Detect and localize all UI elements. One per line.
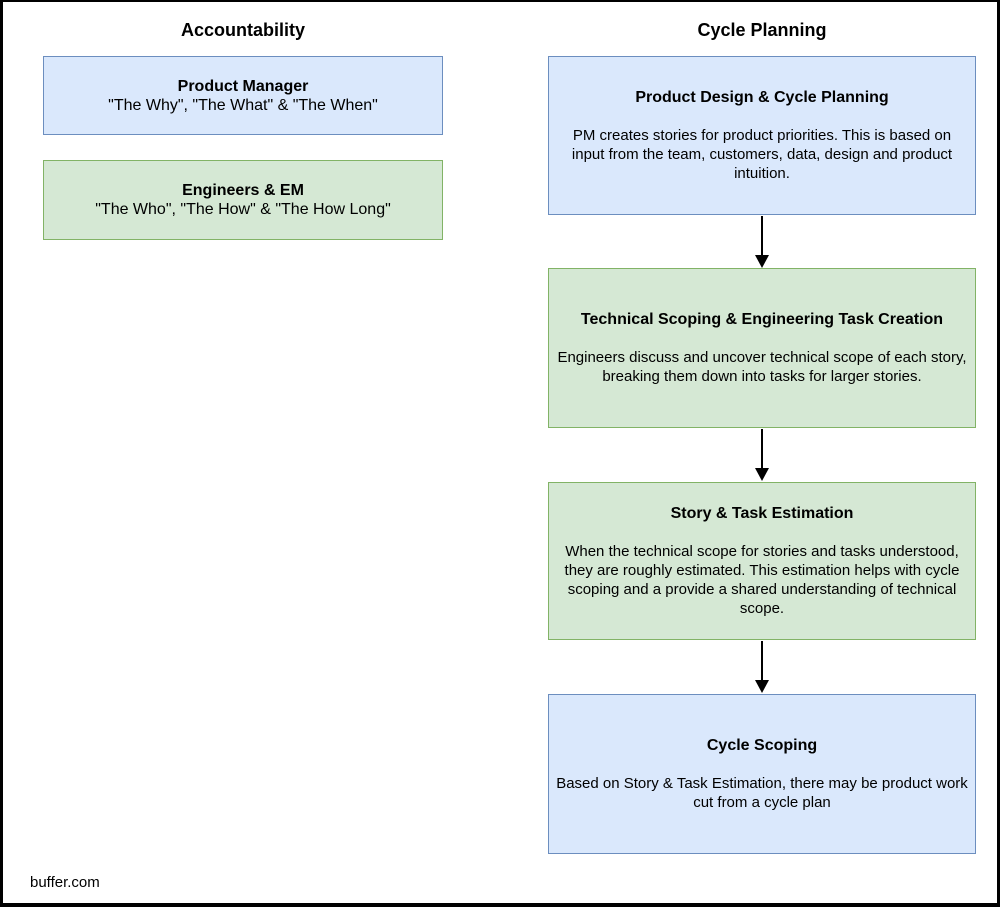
- accountability-column-title: Accountability: [180, 20, 305, 40]
- story-task-estimation-title: Story & Task Estimation: [670, 505, 854, 522]
- product-design-cycle-planning-title: Product Design & Cycle Planning: [635, 89, 889, 106]
- engineers-em-box-title: Engineers & EM: [182, 182, 304, 199]
- story-task-estimation-box: Story & Task Estimation When the technic…: [548, 482, 976, 640]
- source-attribution: buffer.com: [30, 874, 100, 891]
- product-design-cycle-planning-box: Product Design & Cycle Planning PM creat…: [548, 56, 976, 215]
- arrow-head: [755, 680, 769, 693]
- story-task-estimation-body: When the technical scope for stories and…: [564, 543, 960, 617]
- product-manager-box: Product Manager "The Why", "The What" & …: [43, 56, 443, 135]
- arrow-head: [755, 255, 769, 268]
- technical-scoping-box: Technical Scoping & Engineering Task Cre…: [548, 268, 976, 428]
- arrow-down-icon: [752, 429, 772, 481]
- technical-scoping-title: Technical Scoping & Engineering Task Cre…: [580, 311, 944, 328]
- arrow-line: [761, 216, 763, 256]
- cycle-scoping-body: Based on Story & Task Estimation, there …: [556, 775, 968, 811]
- product-manager-box-subtitle: "The Why", "The What" & "The When": [108, 96, 378, 114]
- arrow-down-icon: [752, 641, 772, 693]
- arrow-down-icon: [752, 216, 772, 268]
- cycle-planning-column-title: Cycle Planning: [697, 20, 827, 40]
- arrow-head: [755, 468, 769, 481]
- cycle-scoping-box: Cycle Scoping Based on Story & Task Esti…: [548, 694, 976, 854]
- product-manager-box-title: Product Manager: [177, 77, 309, 95]
- engineers-em-box: Engineers & EM "The Who", "The How" & "T…: [43, 160, 443, 240]
- arrow-line: [761, 429, 763, 469]
- arrow-line: [761, 641, 763, 681]
- technical-scoping-body: Engineers discuss and uncover technical …: [557, 349, 967, 385]
- product-design-cycle-planning-body: PM creates stories for product prioritie…: [571, 127, 953, 182]
- engineers-em-box-subtitle: "The Who", "The How" & "The How Long": [95, 201, 391, 218]
- cycle-scoping-title: Cycle Scoping: [706, 737, 818, 754]
